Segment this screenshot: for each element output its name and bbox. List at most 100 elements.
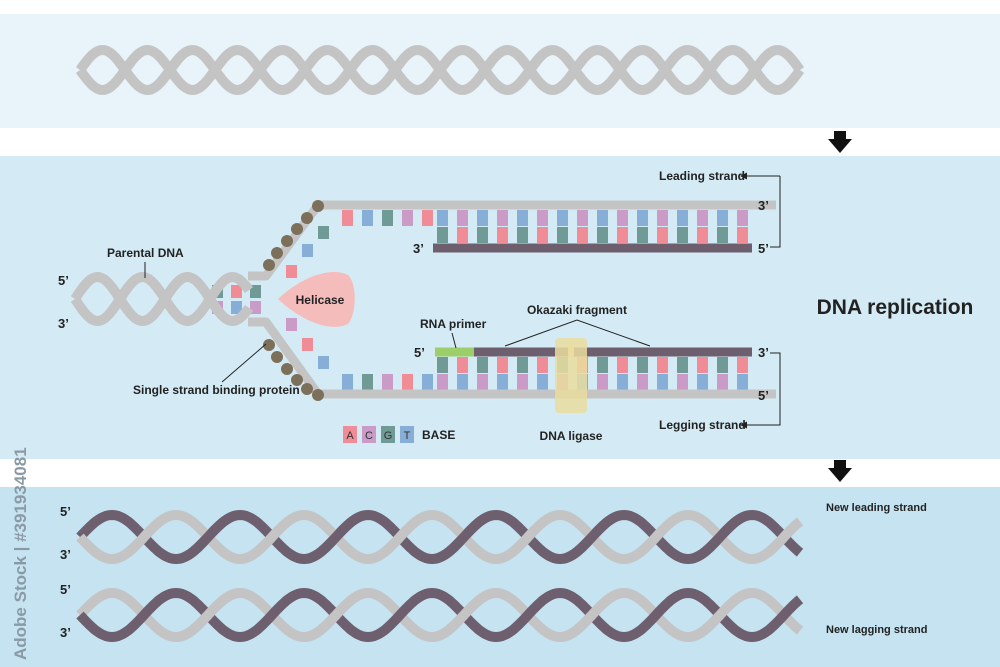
- lower-pair-bottom: [657, 374, 668, 390]
- lower-parental-strand: [248, 317, 776, 399]
- three-prime-lower-right: 3’: [758, 345, 769, 360]
- rna-primer-leader: [451, 332, 457, 349]
- top-helix-crossing: [148, 45, 192, 95]
- upper-pair-top: [497, 210, 508, 226]
- daughter-1-strand-a: [76, 509, 804, 565]
- new-lagging-strand-label: New lagging strand: [826, 624, 927, 636]
- daughter-2-strand-a: [76, 587, 804, 643]
- upper-pair-top: [717, 210, 728, 226]
- upper-pair-bottom: [737, 227, 748, 243]
- lower-pair-bottom: [437, 374, 448, 390]
- upper-diagonal-base: [286, 265, 297, 278]
- ssb-protein: [263, 259, 275, 271]
- parental-dna-helix: [70, 271, 254, 327]
- top-helix-crossing: [328, 45, 372, 95]
- legend-swatch-t: [400, 426, 414, 443]
- upper-pair-top: [617, 210, 628, 226]
- lower-pair-top: [497, 357, 508, 373]
- legend-letter-t: T: [404, 430, 411, 442]
- lower-pair-top: [697, 357, 708, 373]
- down-arrow-1: [828, 131, 852, 153]
- dna-ligase-shape: [555, 338, 587, 413]
- diagram-title: DNA replication: [817, 296, 974, 319]
- ssb-protein: [312, 200, 324, 212]
- legging-strand-arrow-head: [740, 421, 747, 429]
- ssb-protein: [291, 223, 303, 235]
- legend-swatch-c: [362, 426, 376, 443]
- lower-pair-bottom: [597, 374, 608, 390]
- lower-pair-top: [457, 357, 468, 373]
- upper-pair-bottom: [437, 227, 448, 243]
- lower-diagonal-base: [286, 318, 297, 331]
- upper-pair-top: [457, 210, 468, 226]
- lower-pair-top: [657, 357, 668, 373]
- lower-pair-bottom: [497, 374, 508, 390]
- top-helix-crossing: [508, 45, 552, 95]
- upper-pair-bottom: [637, 227, 648, 243]
- upper-pair-top: [737, 210, 748, 226]
- lower-pair-bottom: [617, 374, 628, 390]
- three-prime-bottom-2: 3’: [60, 625, 71, 640]
- upper-pair-bottom: [697, 227, 708, 243]
- legend-caption: BASE: [422, 428, 455, 442]
- upper-pair-top: [517, 210, 528, 226]
- lower-pair-top: [717, 357, 728, 373]
- ssb-leader: [221, 343, 267, 383]
- upper-pair-top: [637, 210, 648, 226]
- fork-pair-top: [231, 285, 242, 298]
- three-prime-upper-right: 3’: [758, 198, 769, 213]
- new-leading-strand-label: New leading strand: [826, 502, 927, 514]
- upper-single-base: [422, 210, 433, 226]
- daughter-2-crossing: [561, 588, 622, 642]
- legend-letter-a: A: [346, 430, 354, 442]
- upper-pair-top: [537, 210, 548, 226]
- lower-pair-top: [597, 357, 608, 373]
- top-helix-crossing: [238, 45, 282, 95]
- upper-single-base: [362, 210, 373, 226]
- upper-single-base: [382, 210, 393, 226]
- lower-pair-top: [517, 357, 528, 373]
- upper-pair-top: [557, 210, 568, 226]
- upper-diagonal-base: [302, 244, 313, 257]
- lower-pair-top: [617, 357, 628, 373]
- daughter-1-crossing: [689, 510, 750, 564]
- okazaki-leader: [504, 319, 651, 347]
- lower-pair-bottom: [697, 374, 708, 390]
- upper-pair-bottom: [557, 227, 568, 243]
- band-top: [0, 14, 1000, 128]
- legging-strand-bracket: [742, 352, 781, 426]
- five-prime-lower-right: 5’: [758, 388, 769, 403]
- dna-ligase-label: DNA ligase: [540, 429, 603, 443]
- fork-pair-bottom: [231, 301, 242, 314]
- upper-pair-bottom: [677, 227, 688, 243]
- lower-pair-top: [537, 357, 548, 373]
- ssb-protein: [281, 235, 293, 247]
- upper-diagonal-base: [318, 226, 329, 239]
- three-prime-leading-new: 3’: [413, 241, 424, 256]
- leading-strand-arrow-head: [740, 172, 747, 180]
- fork-helix-crossing: [142, 272, 187, 326]
- five-prime-upper-right: 5’: [758, 241, 769, 256]
- legend-swatch-a: [343, 426, 357, 443]
- lower-single-base: [382, 374, 393, 390]
- upper-pair-top: [657, 210, 668, 226]
- upper-single-base: [342, 210, 353, 226]
- daughter-2-crossing: [305, 588, 366, 642]
- lower-single-base: [402, 374, 413, 390]
- lower-pair-bottom: [477, 374, 488, 390]
- five-prime-okazaki: 5’: [414, 345, 425, 360]
- ssb-proteins: [263, 200, 324, 401]
- daughter-helix-leading: [76, 509, 804, 565]
- legend-letter-c: C: [365, 430, 373, 442]
- lower-single-base: [362, 374, 373, 390]
- daughter-2-crossing: [177, 588, 238, 642]
- ssb-protein: [301, 212, 313, 224]
- leading-strand-label: Leading strand: [659, 169, 745, 183]
- daughter-2-crossing: [433, 588, 494, 642]
- daughter-1-crossing: [177, 510, 238, 564]
- lower-pair-top: [437, 357, 448, 373]
- lower-pair-top: [737, 357, 748, 373]
- upper-pair-bottom: [617, 227, 628, 243]
